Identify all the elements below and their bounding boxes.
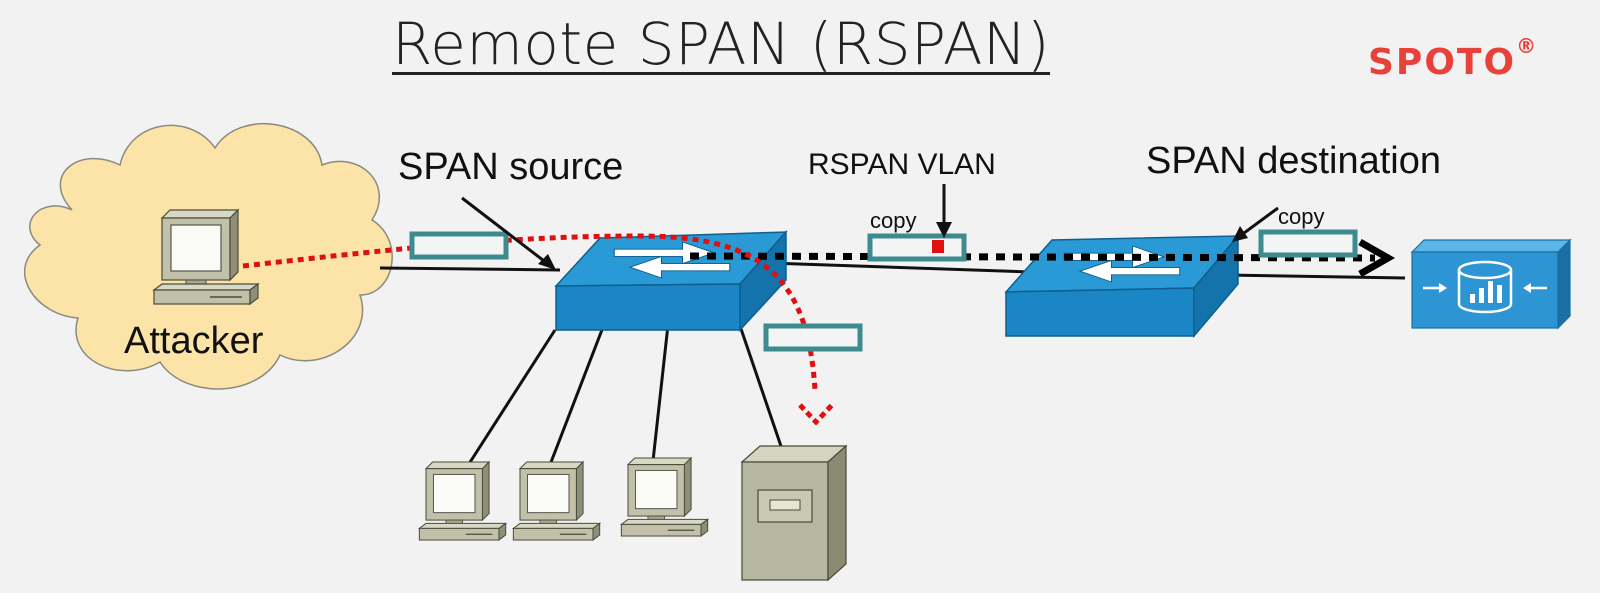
rspan-vlan-pointer-head [936, 222, 952, 238]
span-source-pointer-head [538, 254, 556, 270]
link-host-2 [546, 321, 607, 471]
link-attacker-switch [379, 266, 561, 272]
packet-icon [1258, 229, 1358, 258]
rspan-arrowhead [1358, 238, 1396, 278]
attacker-label: Attacker [124, 320, 264, 362]
page-title: Remote SPAN (RSPAN) [392, 10, 1051, 78]
copy-label-destination: copy [1278, 204, 1325, 229]
span-source-pointer [461, 196, 549, 266]
mirrored-traffic-arrowhead [798, 403, 834, 426]
span-destination-pointer-head [1232, 226, 1248, 242]
brand-name: SPOTO [1368, 42, 1517, 83]
switch-icon [1004, 233, 1240, 339]
link-server [736, 319, 786, 456]
packet-icon [409, 231, 509, 260]
registered-mark: ® [1516, 34, 1539, 58]
span-source-label: SPAN source [398, 146, 624, 188]
pc-icon [620, 457, 709, 537]
switch-icon [554, 230, 788, 332]
link-host-3 [650, 324, 670, 471]
pc-icon [512, 461, 601, 541]
pc-icon [418, 461, 507, 541]
link-host-1 [463, 329, 557, 471]
link-switch-analyzer [1224, 273, 1406, 280]
packet-icon [763, 323, 863, 352]
mirrored-traffic-path [242, 233, 818, 391]
brand-logo: SPOTO® [1368, 34, 1538, 83]
copy-label-vlan: copy [870, 208, 917, 233]
rspan-vlan-path [689, 252, 1376, 262]
packet-icon [867, 233, 967, 262]
rspan-vlan-label: RSPAN VLAN [808, 148, 996, 181]
span-destination-pointer [1239, 206, 1279, 238]
server-icon [740, 444, 848, 582]
span-destination-label: SPAN destination [1146, 140, 1442, 182]
analyzer-icon [1410, 238, 1572, 330]
link-switch-switch [739, 260, 1031, 274]
tag-icon [932, 240, 944, 253]
